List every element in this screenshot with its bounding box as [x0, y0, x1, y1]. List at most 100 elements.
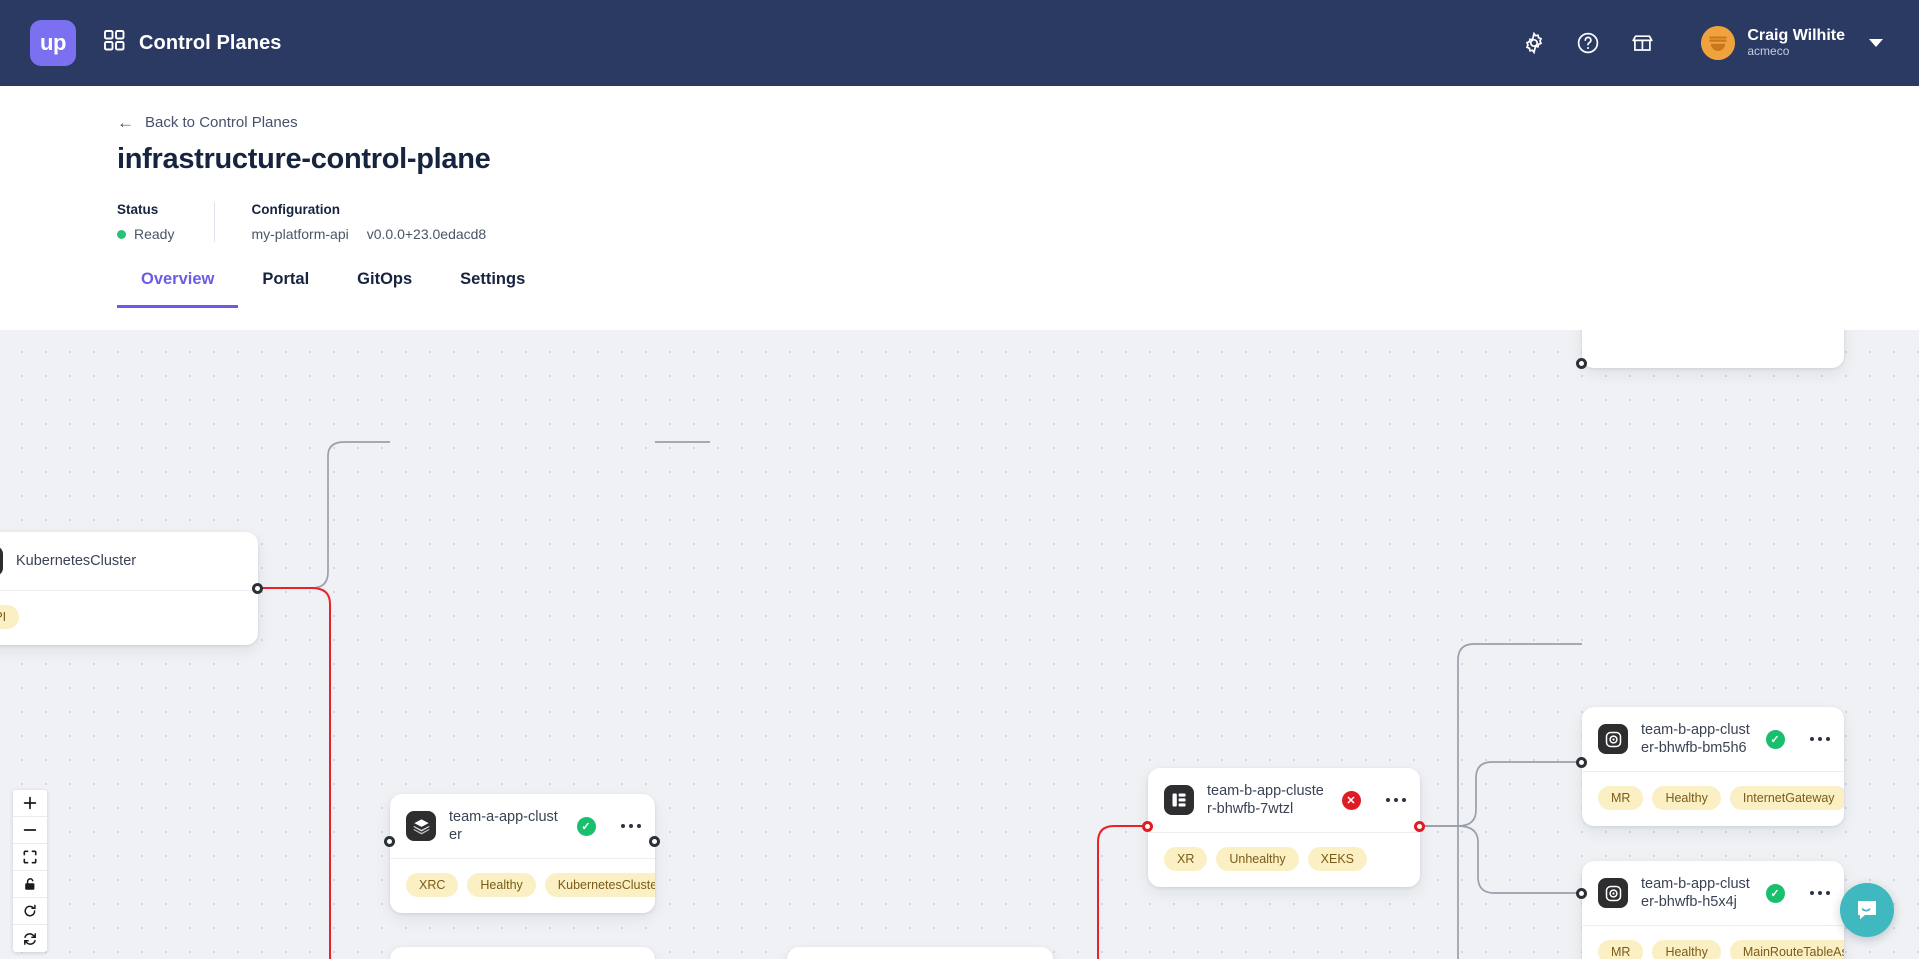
marketplace-icon[interactable]	[1629, 30, 1655, 56]
control-planes-nav-link[interactable]: Control Planes	[104, 30, 282, 56]
node-handle-left[interactable]	[1142, 821, 1153, 832]
node-menu-button[interactable]	[1374, 797, 1406, 803]
chip: XRC	[406, 873, 459, 898]
managed-resource-icon	[1598, 878, 1628, 909]
zoom-out-button[interactable]	[13, 817, 47, 844]
logo-text: up	[40, 30, 66, 55]
node-header: team-b-app-cluster-bhwfb ✕	[787, 947, 1053, 959]
chip: Unhealthy	[1216, 847, 1299, 872]
page-header: ← Back to Control Planes infrastructure-…	[0, 86, 1919, 308]
node-partial-top[interactable]	[1582, 330, 1844, 368]
status-value: Ready	[134, 226, 175, 242]
node-header: team-b-app-cluster-bhwfb-bm5h6 ✓	[1582, 707, 1844, 773]
user-text: Craig Wilhite acmeco	[1747, 27, 1845, 59]
node-chips: XR Unhealthy XEKS	[1148, 833, 1420, 887]
node-handle-left[interactable]	[1576, 358, 1587, 369]
nav-right-group: Craig Wilhite acmeco	[1521, 26, 1883, 60]
node-title: team-a-app-cluster	[449, 809, 558, 844]
node-team-b-app-cluster-bhwfb-7wtzl[interactable]: team-b-app-cluster-bhwfb-7wtzl ✕ XR Unhe…	[1148, 768, 1420, 888]
user-name: Craig Wilhite	[1747, 26, 1845, 44]
composite-icon	[1164, 785, 1194, 816]
tab-bar: Overview Portal GitOps Settings	[117, 270, 1919, 308]
configuration-label: Configuration	[251, 202, 340, 217]
node-team-a-app-cluster[interactable]: team-a-app-cluster ✓ XRC Healthy Kuberne…	[390, 794, 655, 914]
user-menu[interactable]: Craig Wilhite acmeco	[1701, 26, 1883, 60]
node-header: team-b-app-cluster ✕	[390, 947, 655, 959]
chip: Healthy	[467, 873, 536, 898]
chip: XEKS	[1307, 847, 1368, 872]
avatar	[1701, 26, 1736, 60]
node-handle-right[interactable]	[649, 836, 660, 847]
status-label: Status	[117, 202, 159, 217]
node-header: team-b-app-cluster-bhwfb-h5x4j ✓	[1582, 861, 1844, 927]
node-header: team-a-app-cluster ✓	[390, 794, 655, 860]
nav-title: Control Planes	[139, 31, 282, 54]
node-handle-right[interactable]	[252, 583, 263, 594]
node-title: team-b-app-cluster-bhwfb-h5x4j	[1641, 876, 1750, 911]
user-org: acmeco	[1747, 44, 1790, 59]
status-badge: ✓	[1765, 883, 1785, 903]
sync-button[interactable]	[13, 925, 47, 952]
chip: MR	[1598, 786, 1644, 811]
node-handle-left[interactable]	[1576, 888, 1587, 899]
chip: InternetGateway	[1729, 786, 1844, 811]
node-menu-button[interactable]	[1798, 890, 1830, 896]
upbound-logo[interactable]: up	[30, 20, 76, 66]
layers-icon	[406, 811, 436, 842]
node-kubernetes-cluster[interactable]: K KubernetesCluster API	[0, 532, 258, 645]
fit-view-button[interactable]	[13, 844, 47, 871]
node-team-b-app-cluster-bhwfb-bm5h6[interactable]: team-b-app-cluster-bhwfb-bm5h6 ✓ MR Heal…	[1582, 707, 1844, 827]
status-value-row: Ready	[117, 226, 174, 242]
chip: XR	[1164, 847, 1208, 872]
back-link-label: Back to Control Planes	[145, 114, 298, 131]
graph-edges	[258, 441, 1582, 959]
chip: Healthy	[1652, 786, 1721, 811]
settings-gear-icon[interactable]	[1521, 30, 1547, 56]
meta-row: Status Ready Configuration my-platform-a…	[117, 202, 1919, 242]
lock-button[interactable]	[13, 871, 47, 898]
node-chips: MR Healthy InternetGateway	[1582, 772, 1844, 826]
chip: API	[0, 605, 20, 629]
node-team-b-app-cluster-bhwfb-h5x4j[interactable]: team-b-app-cluster-bhwfb-h5x4j ✓ MR Heal…	[1582, 861, 1844, 959]
node-team-b-app-cluster[interactable]: team-b-app-cluster ✕ XRC Unhealthy Kuber…	[390, 947, 655, 959]
node-handle-left[interactable]	[384, 836, 395, 847]
node-chips: MR Healthy MainRouteTableAssociation	[1582, 926, 1844, 959]
status-badge: ✕	[1341, 790, 1361, 810]
chip: MR	[1598, 940, 1644, 959]
configuration-name[interactable]: my-platform-api	[251, 226, 349, 242]
zoom-in-button[interactable]	[13, 790, 47, 817]
node-header: K KubernetesCluster	[0, 532, 258, 591]
configuration-version: v0.0.0+23.0edacd8	[366, 226, 487, 242]
status-badge: ✓	[1765, 729, 1785, 749]
page-title: infrastructure-control-plane	[117, 143, 491, 175]
node-handle-right[interactable]	[1414, 821, 1425, 832]
node-menu-button[interactable]	[609, 823, 641, 829]
chevron-down-icon[interactable]	[1869, 39, 1883, 47]
tab-settings[interactable]: Settings	[460, 270, 526, 288]
node-team-b-app-cluster-bhwfb[interactable]: team-b-app-cluster-bhwfb ✕ XR Unhealthy …	[787, 947, 1053, 959]
chip: MainRouteTableAssociation	[1729, 940, 1844, 959]
managed-resource-icon	[1598, 724, 1628, 755]
node-title: team-b-app-cluster-bhwfb-bm5h6	[1641, 722, 1750, 757]
node-chips: XRC Healthy KubernetesCluster	[390, 859, 655, 913]
status-badge: ✓	[576, 816, 596, 836]
node-header: team-b-app-cluster-bhwfb-7wtzl ✕	[1148, 768, 1420, 834]
configuration-value-row: my-platform-api v0.0.0+23.0edacd8	[251, 226, 486, 242]
back-to-control-planes-link[interactable]: ← Back to Control Planes	[117, 114, 298, 131]
node-title: team-b-app-cluster-bhwfb-7wtzl	[1207, 783, 1324, 818]
node-handle-left[interactable]	[1576, 757, 1587, 768]
grid-icon	[104, 30, 125, 56]
node-menu-button[interactable]	[1798, 736, 1830, 742]
help-circle-icon[interactable]	[1575, 30, 1601, 56]
tab-gitops[interactable]: GitOps	[357, 270, 413, 288]
canvas-zoom-controls	[13, 790, 47, 952]
arrow-left-icon: ←	[117, 113, 134, 132]
resource-graph-canvas[interactable]: K KubernetesCluster API team-a-app-clust…	[0, 330, 1919, 959]
tab-overview[interactable]: Overview	[117, 270, 239, 308]
chip: KubernetesCluster	[544, 873, 655, 898]
node-title: KubernetesCluster	[16, 552, 137, 569]
reset-button[interactable]	[13, 898, 47, 925]
intercom-chat-button[interactable]	[1840, 883, 1894, 937]
kubernetes-k-icon: K	[0, 546, 3, 576]
tab-portal[interactable]: Portal	[262, 270, 310, 288]
